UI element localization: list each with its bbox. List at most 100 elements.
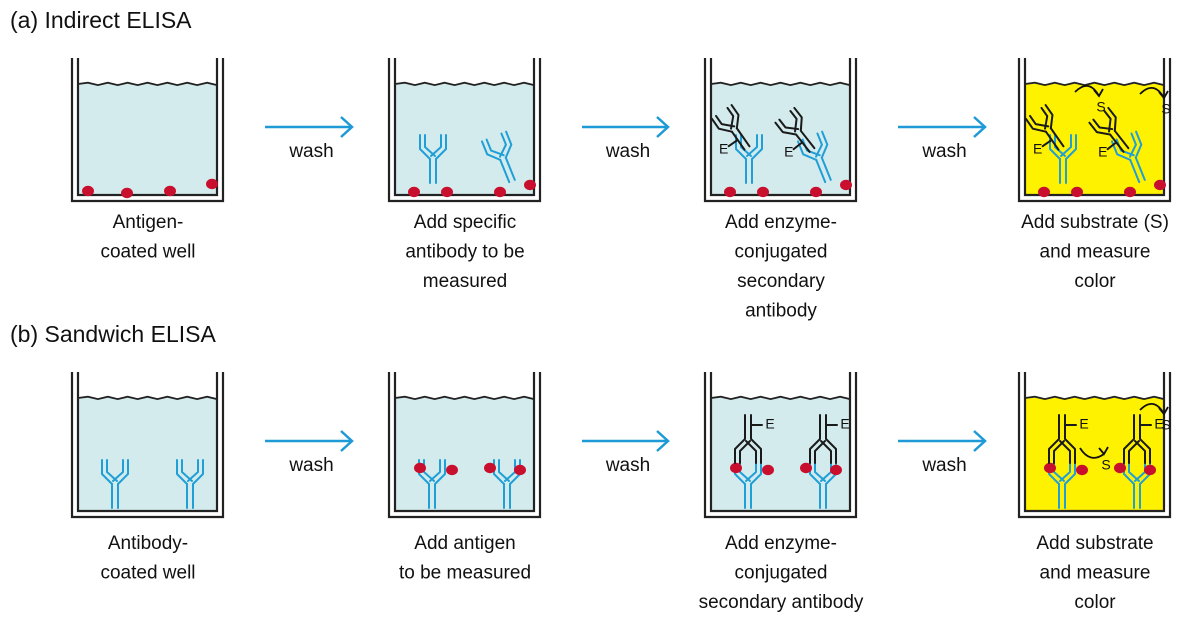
antigen-dot [1044, 462, 1056, 474]
antibody-arm-left [1088, 121, 1112, 136]
wash-arrow-1: wash [265, 116, 354, 162]
well-step-3 [703, 372, 858, 519]
antigen-dot [1124, 186, 1136, 198]
enzyme-link [792, 141, 804, 151]
antibody-arm-right [1040, 106, 1049, 130]
antibody-arm-left [101, 459, 113, 485]
antibody-arm-left [419, 134, 431, 160]
liquid-surface [394, 395, 535, 401]
antigen-dot [1071, 186, 1083, 198]
antibody-arm-left [739, 440, 751, 464]
reaction-arrowhead [1158, 406, 1169, 416]
antigen-dot [762, 464, 774, 476]
wash-arrow-head [973, 430, 987, 452]
reaction-arrow [1079, 447, 1105, 459]
antibody-arm-left [778, 118, 800, 131]
antibody-arm-right [1139, 414, 1151, 464]
well-wall-outer [70, 372, 225, 519]
caption-line: color [1074, 592, 1116, 613]
enzyme-link [1041, 138, 1053, 148]
antibody-arm-left [1128, 440, 1140, 464]
wash-arrow-3: wash [898, 116, 987, 162]
secondary-antibody: E [1088, 106, 1130, 160]
caption-line: conjugated [735, 242, 828, 263]
enzyme-label: E [1033, 140, 1042, 156]
antibody-arm-right [745, 440, 757, 464]
antigen-dot [524, 179, 536, 191]
detection-antibody: E [734, 414, 775, 464]
antibody-arm-right [504, 130, 513, 159]
antigen-dot [724, 186, 736, 198]
wash-arrow-head [973, 116, 987, 138]
antibody-arm-right [1107, 106, 1117, 132]
well-liquid [711, 398, 850, 511]
antibody-arm-left [498, 459, 510, 482]
liquid-surface [1024, 81, 1165, 87]
caption-line: to be measured [399, 563, 531, 584]
liquid-surface [1024, 395, 1165, 401]
caption-line: and measure [1040, 563, 1151, 584]
well-wall-inner [1023, 58, 1166, 197]
antibody-arm-left [1053, 440, 1065, 464]
antibody-arm-right [1103, 110, 1112, 133]
caption-line: Add substrate (S) [1021, 212, 1169, 233]
enzyme-label: E [840, 416, 849, 432]
reaction-arrowhead [1158, 90, 1169, 100]
well-step-1 [70, 58, 225, 203]
wash-label: wash [288, 141, 333, 162]
antigen-dot [484, 462, 496, 474]
antigen-dot [810, 186, 822, 198]
substrate-reaction: S [1074, 85, 1106, 115]
antigen-dot [830, 464, 842, 476]
antibody-stem [499, 158, 511, 184]
antibody-arm-right [435, 134, 447, 160]
antibody-arm-right [117, 459, 129, 485]
secondary-antibody: E [774, 106, 816, 160]
well-wall-outer [387, 58, 542, 203]
antibody-arm-left [176, 459, 188, 485]
wash-arrow-1: wash [265, 430, 354, 476]
antibody-arm-right [730, 104, 740, 130]
antibody-arm-right [192, 459, 204, 485]
antibody-arm-right [434, 459, 446, 485]
enzyme-label: E [1079, 416, 1088, 432]
well-step-2 [387, 372, 542, 519]
antibody-stem [795, 133, 811, 153]
antibody-stem [815, 158, 827, 184]
antibody-stem [799, 129, 816, 150]
antibody-arm-right [820, 130, 829, 159]
antibody-stem [730, 130, 746, 151]
reaction-arrowhead [1098, 446, 1109, 456]
caption-line: and measure [1040, 242, 1151, 263]
wash-label: wash [605, 141, 650, 162]
caption-line: Add enzyme- [725, 533, 837, 554]
wash-arrow-head [340, 430, 354, 452]
primary-antibody [1049, 134, 1077, 184]
detection-antibody: E [809, 414, 850, 464]
caption-panel1-step0: Antibody-coated well [100, 533, 195, 584]
panel-sandwich-elisa: Antibody-coated well Add antigen to be mea… [70, 372, 1172, 613]
antigen-dot [121, 187, 133, 199]
antibody-arm-left [1029, 114, 1050, 128]
caption-panel0-step0: Antigen-coated well [100, 212, 195, 263]
well-wall-outer [70, 58, 225, 203]
antibody-arm-right [825, 414, 837, 464]
caption-line: Antibody- [108, 533, 188, 554]
capture-antibody [176, 459, 204, 509]
primary-antibody [1110, 130, 1146, 184]
substrate-label: S [1161, 101, 1170, 117]
antibody-arm-right [1064, 414, 1076, 464]
substrate-reaction: S [1139, 87, 1171, 117]
liquid-surface [77, 395, 218, 401]
liquid-surface [710, 81, 851, 87]
antibody-arm-left [1110, 140, 1132, 161]
caption-line: Add antigen [414, 533, 515, 554]
antibody-stem [504, 156, 516, 181]
antibody-arm-right [1065, 134, 1077, 160]
antibody-stem [1134, 156, 1146, 181]
caption-line: secondary antibody [699, 592, 864, 613]
antibody-arm-right [750, 459, 762, 485]
antibody-arm-right [746, 134, 758, 157]
